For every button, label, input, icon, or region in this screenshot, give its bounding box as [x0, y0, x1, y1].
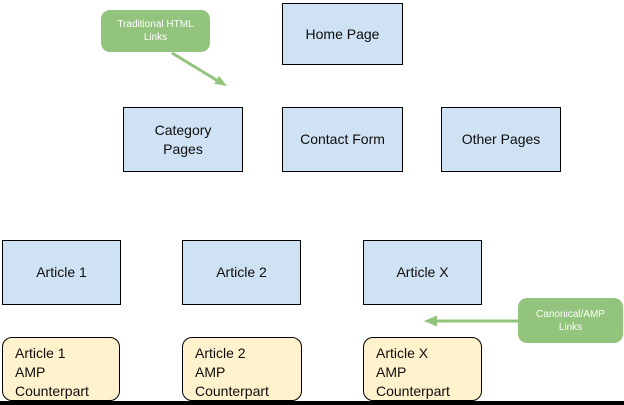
node-category-pages: Category Pages: [123, 107, 243, 172]
node-other-pages: Other Pages: [441, 107, 561, 172]
callout-traditional-html-links: Traditional HTML Links: [101, 10, 210, 52]
traditional-links-arrow-icon: [171, 51, 227, 86]
node-article-2: Article 2: [182, 240, 301, 305]
bottom-black-bar: [0, 401, 624, 405]
node-contact-form: Contact Form: [282, 107, 403, 172]
callout-canonical-amp-links: Canonical/AMP Links: [518, 298, 623, 343]
node-article-1: Article 1: [2, 240, 121, 305]
node-article-x: Article X: [363, 240, 482, 305]
node-article-x-amp-counterpart: Article X AMP Counterpart: [363, 337, 482, 401]
node-article-2-amp-counterpart: Article 2 AMP Counterpart: [182, 337, 302, 401]
node-article-1-amp-counterpart: Article 1 AMP Counterpart: [2, 337, 120, 401]
canonical-links-arrow-icon: [424, 315, 519, 327]
node-home-page: Home Page: [282, 3, 403, 65]
